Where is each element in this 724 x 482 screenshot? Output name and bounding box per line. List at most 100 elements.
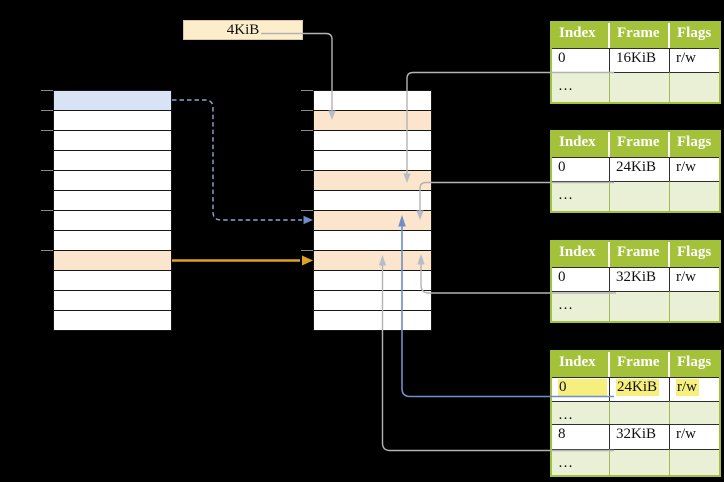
page-table-entry [314,191,431,211]
page-size-label-box: 4KiB [183,20,303,40]
page-table-entry [314,91,431,111]
ellipsis-row: … [552,449,719,475]
virtual-page-dashed-line [172,99,302,221]
cell-index: … [552,181,610,211]
ellipsis-row: … [552,72,719,102]
page-table-entry [314,151,431,171]
cell-frame [610,291,670,321]
cell-text: 0 [558,159,566,175]
virtual-page-row [54,291,171,311]
page-table-entry [314,231,431,251]
virtual-page-row [54,311,171,330]
cell-flags: r/w [670,377,719,401]
virtual-page-orange-arrowhead-icon [302,255,313,266]
frame-entry-row: 8 32KiB r/w [552,424,719,449]
cell-frame [610,401,670,424]
cell-index: … [552,401,610,424]
cell-flags [670,401,719,424]
column-header-flags: Flags [670,132,719,157]
cell-text: 0 [558,50,566,66]
cell-text: … [558,187,573,203]
column-header-index: Index [552,242,610,267]
cell-frame: 24KiB [610,377,670,401]
cell-text: … [558,297,573,313]
page-size-label: 4KiB [226,22,260,38]
cell-text: … [558,455,573,471]
cell-flags [670,72,719,102]
cell-text: 32KiB [616,426,657,442]
cell-text: r/w [676,426,696,442]
page-table-entry [314,211,431,231]
cell-flags [670,291,719,321]
ellipsis-row: … [552,181,719,211]
page-table-entry [314,251,431,271]
column-header-index: Index [552,352,610,377]
virtual-page-row [54,191,171,211]
column-header-index: Index [552,23,610,48]
cell-frame: 16KiB [610,48,670,72]
page-table-entry [314,111,431,131]
cell-flags: r/w [670,267,719,291]
virtual-page-row [54,91,171,111]
cell-text: r/w [676,159,696,175]
ellipsis-row: … [552,401,719,424]
column-header-frame: Frame [610,352,670,377]
cell-index: 0 [552,267,610,291]
cell-frame: 32KiB [610,424,670,449]
cell-index: 0 [552,157,610,181]
frame-entry-row: 0 24KiB r/w [552,157,719,181]
page-table-entry [314,131,431,151]
cell-frame [610,72,670,102]
cell-index: … [552,72,610,102]
cell-text: 0 [558,269,566,285]
virtual-page-row [54,211,171,231]
column-header-index: Index [552,132,610,157]
cell-text: r/w [676,269,696,285]
page-table-entry [314,271,431,291]
cell-frame [610,181,670,211]
page-table-column [313,90,432,331]
cell-index: 0 [552,48,610,72]
cell-index: 0 [552,377,610,401]
page-table-entry [314,171,431,191]
column-header-frame: Frame [610,132,670,157]
cell-text: … [558,407,573,423]
virtual-page-row [54,251,171,271]
cell-text: r/w [676,50,696,66]
virtual-page-dashed-arrowhead-icon [303,215,313,225]
cell-index: … [552,291,610,321]
column-header-flags: Flags [670,352,719,377]
virtual-memory-column [53,90,172,331]
cell-frame: 24KiB [610,157,670,181]
cell-text: 0 [558,379,607,397]
virtual-page-row [54,111,171,131]
virtual-page-row [54,231,171,251]
frame-entry-row: 0 32KiB r/w [552,267,719,291]
cell-index: 8 [552,424,610,449]
ellipsis-row: … [552,291,719,321]
column-header-frame: Frame [610,23,670,48]
virtual-page-row [54,271,171,291]
cell-flags [670,449,719,475]
cell-index: … [552,449,610,475]
cell-text: 24KiB [616,159,657,175]
cell-frame: 32KiB [610,267,670,291]
cell-text: 32KiB [616,269,657,285]
cell-text: 16KiB [616,50,657,66]
virtual-page-row [54,171,171,191]
page-table-entry [314,291,431,311]
page-table-entry [314,311,431,330]
cell-text: r/w [676,379,699,396]
column-header-flags: Flags [670,242,719,267]
cell-frame [610,449,670,475]
column-header-frame: Frame [610,242,670,267]
virtual-page-row [54,151,171,171]
